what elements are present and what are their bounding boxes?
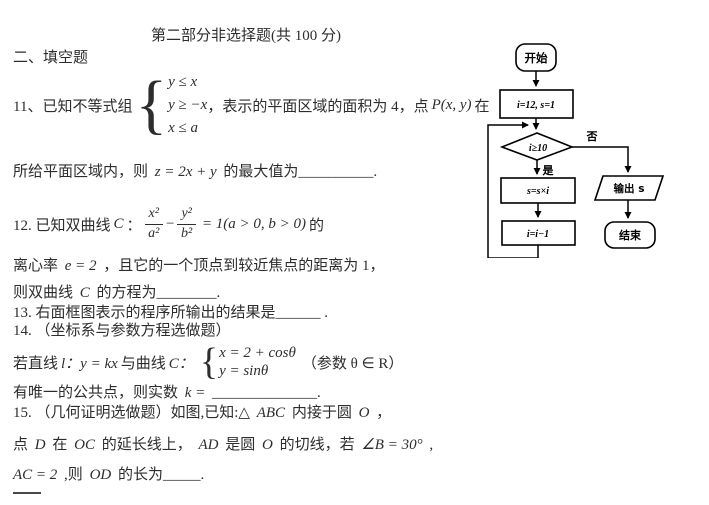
p12-frac2-num: y² — [177, 206, 196, 225]
p15-l2-m1: D — [34, 437, 46, 453]
p12-answer-blank: 的方程为________. — [96, 285, 221, 301]
p14-eq2: y = sinθ — [219, 363, 269, 379]
problem-14-line2: 有唯一的公共点，则实数 k = ______________. — [13, 384, 321, 403]
p15-l2-m3: AD — [198, 437, 219, 453]
problem-13: 13. 右面框图表示的程序所输出的结果是______ . — [13, 305, 329, 321]
p15-l2-m2: OC — [74, 437, 95, 453]
p12-minus: − — [165, 215, 175, 232]
p15-l2-t5: , — [429, 437, 434, 453]
problem-15-line2: 点 D 在 OC 的延长线上， AD 是圆 O 的切线，若 ∠B = 30° , — [13, 436, 433, 455]
page-footer-dash — [13, 492, 41, 494]
flowchart-arrows — [487, 71, 632, 258]
flowchart-multiply-label: s=s×i — [526, 186, 549, 197]
section-heading: 二、填空题 — [13, 50, 89, 66]
flowchart-svg: 开始 i=12, s=1 i≥10 否 是 s=s×i i=i−1 输出 s 结… — [487, 43, 665, 258]
p15-l3-m1: AC = 2 — [13, 467, 58, 483]
problem-14-heading: 14. （坐标系与参数方程选做题） — [13, 323, 231, 339]
p15-l1-pre: 15. （几何证明选做题）如图,已知:△ — [13, 405, 250, 421]
page-title: 第二部分非选择题(共 100 分) — [151, 28, 341, 44]
flowchart-output-label: 输出 s — [614, 182, 645, 195]
p12-fraction-1: x² a² — [144, 206, 163, 241]
p11-line2-pre: 所给平面区域内，则 — [13, 164, 149, 180]
p12-colon: ： — [126, 217, 142, 234]
p15-l2-t0: 点 — [13, 437, 29, 453]
p11-answer-blank: 的最大值为__________. — [223, 164, 378, 180]
p11-line2-math: z = 2x + y — [154, 164, 217, 180]
loop-back-arrow — [487, 121, 539, 258]
p15-l2-t3: 是圆 — [225, 437, 256, 453]
flowchart-decrement-node — [501, 220, 576, 246]
p11-eq2: y ≥ −x — [168, 96, 208, 113]
p15-l2-m5: ∠B = 30° — [361, 437, 423, 453]
flowchart-no-label: 否 — [586, 130, 598, 143]
p12-equation: = 1(a > 0, b > 0) — [201, 215, 306, 232]
flowchart-yes-label: 是 — [542, 164, 555, 177]
p11-tail2: 在 — [474, 98, 490, 115]
p14-mid: 与曲线 — [120, 355, 166, 372]
flowchart-decision-node — [499, 132, 575, 161]
problem-11-line1: 11、已知不等式组 y ≤ x y ≥ −x x ≤ a ，表示的平面区域的面积… — [13, 70, 490, 140]
p15-l3-m2: OD — [89, 467, 112, 483]
flowchart-init-node — [499, 89, 574, 119]
p12-de: 的 — [308, 217, 324, 234]
p12-frac1-den: a² — [148, 225, 160, 241]
problem-12-line1: 12. 已知双曲线 C ： x² a² − y² b² = 1(a > 0, b… — [13, 198, 324, 250]
problem-15-line3: AC = 2 ,则 OD 的长为_____. — [13, 466, 204, 485]
p14-parametric-system: x = 2 + cosθ y = sinθ — [219, 344, 296, 380]
p15-l3-t1: ,则 — [64, 467, 83, 483]
p15-answer-blank: 的长为_____. — [117, 467, 205, 483]
problem-12-line3: 则双曲线 C 的方程为________. — [13, 284, 220, 303]
p11-lead: 11、已知不等式组 — [13, 98, 133, 115]
p15-l2-m4: O — [262, 437, 273, 453]
flowchart-start-label: 开始 — [525, 51, 548, 65]
flowchart-output-node — [593, 175, 665, 201]
p11-eq3: x ≤ a — [168, 119, 199, 136]
p12-line2-post: ，且它的一个顶点到较近焦点的距离为 1， — [103, 258, 385, 274]
p12-frac1-num: x² — [144, 206, 163, 225]
p14-curve: C： — [168, 355, 194, 372]
flowchart-end-label: 结束 — [618, 228, 642, 242]
p12-lead: 12. 已知双曲线 — [13, 217, 111, 234]
p15-l2-t1: 在 — [52, 437, 68, 453]
p14-line3-pre: 有唯一的公共点，则实数 — [13, 385, 179, 401]
p12-curve: C — [113, 215, 124, 232]
p14-line-def: l：y = kx — [61, 355, 118, 372]
p12-line2-math: e = 2 — [64, 258, 97, 274]
flowchart-multiply-node — [500, 177, 576, 204]
p12-line3-pre: 则双曲线 — [13, 285, 74, 301]
p15-triangle: ABC — [256, 405, 286, 421]
flowchart-decrement-label: i=i−1 — [527, 229, 549, 240]
left-brace — [135, 72, 167, 138]
p14-tail: （参数 θ ∈ R） — [301, 355, 404, 372]
p14-pre: 若直线 — [13, 355, 59, 372]
p11-inequality-system: y ≤ x y ≥ −x x ≤ a — [168, 71, 207, 140]
flowchart-init-label: i=12, s=1 — [517, 100, 555, 111]
problem-12-line2: 离心率 e = 2 ，且它的一个顶点到较近焦点的距离为 1， — [13, 257, 385, 276]
p12-frac2-den: b² — [181, 225, 193, 241]
left-brace — [200, 343, 218, 381]
p14-eq1: x = 2 + cosθ — [219, 345, 296, 361]
flowchart-start-node — [515, 43, 557, 72]
p15-l2-t4: 的切线，若 — [279, 437, 355, 453]
problem-14-line1: 若直线 l：y = kx 与曲线 C： x = 2 + cosθ y = sin… — [13, 341, 403, 383]
flowchart-cond-label: i≥10 — [529, 143, 547, 154]
p12-line2-pre: 离心率 — [13, 258, 59, 274]
no-branch-arrow — [572, 146, 632, 173]
p15-circle-o: O — [358, 405, 370, 421]
problem-15-line1: 15. （几何证明选做题）如图,已知:△ ABC 内接于圆 O ， — [13, 404, 391, 423]
p14-line3-math: k = — [184, 385, 206, 401]
p12-line3-math: C — [79, 285, 90, 301]
p15-l2-t2: 的延长线上， — [101, 437, 192, 453]
p11-eq1: y ≤ x — [168, 73, 198, 90]
p12-fraction-2: y² b² — [177, 206, 196, 241]
p15-l1-post: 内接于圆 — [291, 405, 352, 421]
p15-l1-post2: ， — [376, 405, 392, 421]
p14-answer-blank: ______________. — [212, 385, 321, 401]
problem-11-line2: 所给平面区域内，则 z = 2x + y 的最大值为__________. — [13, 163, 377, 182]
flowchart-end-node — [604, 221, 656, 249]
p11-tail: ，表示的平面区域的面积为 4，点 — [207, 98, 429, 115]
p11-point: P(x, y) — [431, 96, 472, 113]
